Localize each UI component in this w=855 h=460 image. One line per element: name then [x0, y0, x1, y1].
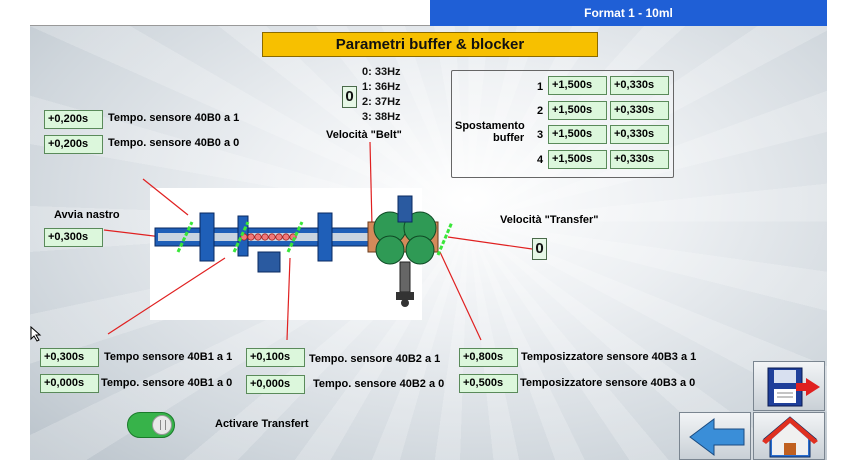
leader-line-40b0: [142, 178, 189, 216]
start-belt-value[interactable]: +0,300s: [44, 228, 103, 247]
transfer-knob: [401, 299, 409, 307]
save-icon: [767, 367, 820, 407]
leader-line-transfer-speed: [447, 236, 533, 250]
sensor-40b2-to-1-value[interactable]: +0,100s: [246, 348, 305, 367]
belt-speed-option-2: 2: 37Hz: [362, 96, 401, 108]
leader-line-40b1: [107, 257, 226, 335]
transfer-speed-label: Velocità "Transfer": [500, 214, 599, 226]
buffer-shift-label-line1: Spostamento: [455, 120, 525, 132]
start-belt-label: Avvia nastro: [54, 209, 120, 221]
home-button[interactable]: [753, 412, 825, 460]
leader-line-40b2: [286, 257, 291, 341]
buffer-row-1-value-a[interactable]: +1,500s: [548, 76, 607, 95]
arrow-left-icon: [689, 418, 745, 456]
sensor-40b0-to-1-label: Tempo. sensore 40B0 a 1: [108, 112, 240, 124]
transfer-toggle[interactable]: [127, 412, 175, 438]
buffer-row-1-number: 1: [537, 81, 544, 93]
leader-line-40b3: [439, 251, 482, 341]
sensor-40b0-to-0-label: Tempo. sensore 40B0 a 0: [108, 137, 240, 149]
conveyor-support-3: [317, 212, 333, 262]
buffer-row-4-value-a[interactable]: +1,500s: [548, 150, 607, 169]
timer-40b3-to-0-label: Temposizzatore sensore 40B3 a 0: [520, 377, 696, 389]
sensor-40b0-to-0-value[interactable]: +0,200s: [44, 135, 103, 154]
mouse-cursor-icon: [30, 326, 42, 342]
belt-speed-label: Velocità "Belt": [326, 129, 402, 141]
star-wheel-right-lower: [405, 235, 435, 265]
transfer-drive-top: [397, 195, 413, 223]
timer-40b3-to-1-label: Temposizzatore sensore 40B3 a 1: [521, 351, 697, 363]
belt-speed-value[interactable]: 0: [342, 86, 357, 108]
buffer-row-4-number: 4: [537, 154, 544, 166]
toggle-knob: [152, 415, 172, 435]
home-icon: [762, 416, 818, 458]
buffer-row-2-value-a[interactable]: +1,500s: [548, 101, 607, 120]
sensor-40b2-to-1-label: Tempo. sensore 40B2 a 1: [309, 353, 441, 365]
format-title: Format 1 - 10ml: [584, 6, 673, 20]
page-title: Parametri buffer & blocker: [262, 32, 598, 57]
leader-line-belt-speed: [369, 141, 373, 227]
belt-speed-option-3: 3: 38Hz: [362, 111, 401, 123]
transfer-toggle-label: Activare Transfert: [215, 418, 309, 430]
belt-speed-option-1: 1: 36Hz: [362, 81, 401, 93]
buffer-row-2-value-b[interactable]: +0,330s: [610, 101, 669, 120]
timer-40b3-to-1-value[interactable]: +0,800s: [459, 348, 518, 367]
buffer-row-3-number: 3: [537, 129, 544, 141]
timer-40b3-to-0-value[interactable]: +0,500s: [459, 374, 518, 393]
top-left-bar: [30, 0, 430, 26]
save-button[interactable]: [753, 361, 825, 411]
buffer-row-4-value-b[interactable]: +0,330s: [610, 150, 669, 169]
transfer-handwheel: [396, 292, 414, 300]
sensor-40b2-to-0-value[interactable]: +0,000s: [246, 375, 305, 394]
buffer-row-3-value-b[interactable]: +0,330s: [610, 125, 669, 144]
format-title-bar: Format 1 - 10ml: [430, 0, 827, 26]
sensor-40b1-to-1-value[interactable]: +0,300s: [40, 348, 99, 367]
sensor-40b2-to-0-label: Tempo. sensore 40B2 a 0: [313, 378, 445, 390]
buffer-row-1-value-b[interactable]: +0,330s: [610, 76, 669, 95]
back-button[interactable]: [679, 412, 751, 460]
buffer-containers: [240, 233, 297, 241]
buffer-row-2-number: 2: [537, 105, 544, 117]
transfer-speed-value[interactable]: 0: [532, 238, 547, 260]
sensor-40b0-to-1-value[interactable]: +0,200s: [44, 110, 103, 129]
sensor-markers: [176, 221, 454, 256]
sensor-40b1-to-0-value[interactable]: +0,000s: [40, 374, 99, 393]
buffer-shift-label-line2: buffer: [493, 132, 525, 144]
buffer-row-3-value-a[interactable]: +1,500s: [548, 125, 607, 144]
conveyor-motor: [257, 251, 281, 273]
sensor-40b1-to-1-label: Tempo sensore 40B1 a 1: [104, 351, 233, 363]
sensor-40b1-to-0-label: Tempo. sensore 40B1 a 0: [101, 377, 233, 389]
star-wheel-left-lower: [375, 235, 405, 265]
conveyor-support-1: [199, 212, 215, 262]
belt-speed-option-0: 0: 33Hz: [362, 66, 401, 78]
transfer-shaft: [399, 261, 411, 293]
